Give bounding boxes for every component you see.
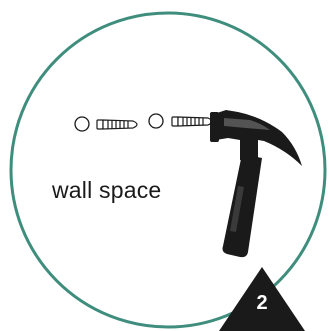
drill-hole-icon [75,117,89,131]
hammer-icon [210,110,302,257]
drill-hole-icon [149,114,163,128]
wall-plug-icon [97,120,137,129]
caption-label: wall space [52,177,161,204]
step-number: 2 [250,292,274,315]
circle-frame [11,13,325,327]
wall-plug-icon [172,117,212,126]
